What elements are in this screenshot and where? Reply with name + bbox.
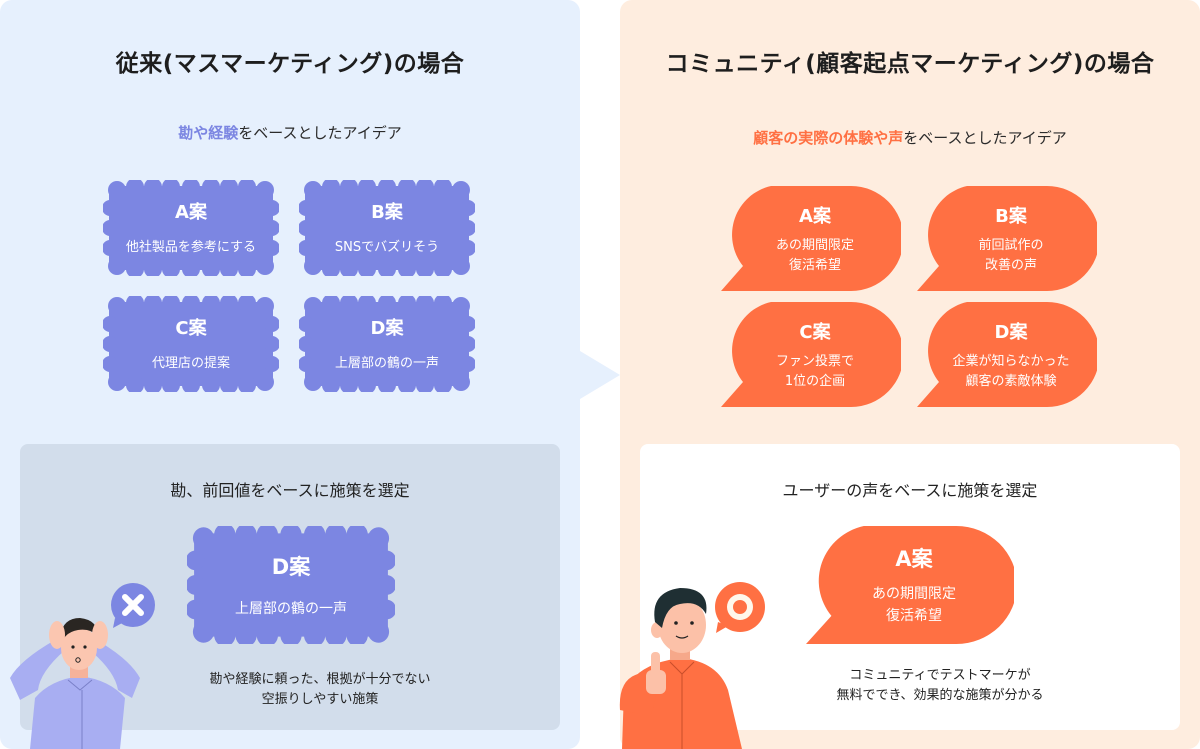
subtitle-highlight: 勘や経験 — [178, 124, 239, 142]
idea-card-a: A案他社製品を参考にする — [103, 180, 279, 276]
community-subtitle: 顧客の実際の体験や声をベースとしたアイデア — [753, 129, 1067, 147]
subtitle-highlight: 顧客の実際の体験や声 — [753, 129, 904, 147]
arrow-right-icon — [580, 351, 620, 399]
traditional-result-box: 勘、前回値をベースに施策を選定 D案上層部の鶴の一声 勘や経験に頼った、根拠が十… — [20, 444, 560, 730]
idea-card-c: C案代理店の提案 — [103, 296, 279, 392]
circle-icon — [715, 582, 765, 633]
cross-icon — [111, 583, 155, 628]
community-title: コミュニティ(顧客起点マーケティング)の場合 — [665, 51, 1155, 77]
traditional-result-title: 勘、前回値をベースに施策を選定 — [170, 481, 410, 500]
traditional-title: 従来(マスマーケティング)の場合 — [115, 51, 465, 77]
worried-man-illustration — [10, 583, 155, 749]
voice-card-b: B案前回試作の改善の声 — [917, 186, 1097, 291]
traditional-result-note: 勘や経験に頼った、根拠が十分でない 空振りしやすい施策 — [209, 672, 431, 707]
thumbs-up-man-illustration — [619, 582, 765, 749]
selected-idea-card: D案上層部の鶴の一声 — [187, 526, 395, 644]
idea-card-d: D案上層部の鶴の一声 — [299, 296, 475, 392]
traditional-subtitle: 勘や経験をベースとしたアイデア — [178, 124, 402, 142]
community-result-note: コミュニティでテストマーケが 無料ででき、効果的な施策が分かる — [836, 668, 1044, 703]
voice-card-d: D案企業が知らなかった顧客の素敵体験 — [917, 302, 1097, 407]
community-result-title: ユーザーの声をベースに施策を選定 — [782, 481, 1038, 500]
voice-card-a: A案あの期間限定復活希望 — [721, 186, 901, 291]
selected-voice-card: A案あの期間限定復活希望 — [806, 526, 1014, 644]
